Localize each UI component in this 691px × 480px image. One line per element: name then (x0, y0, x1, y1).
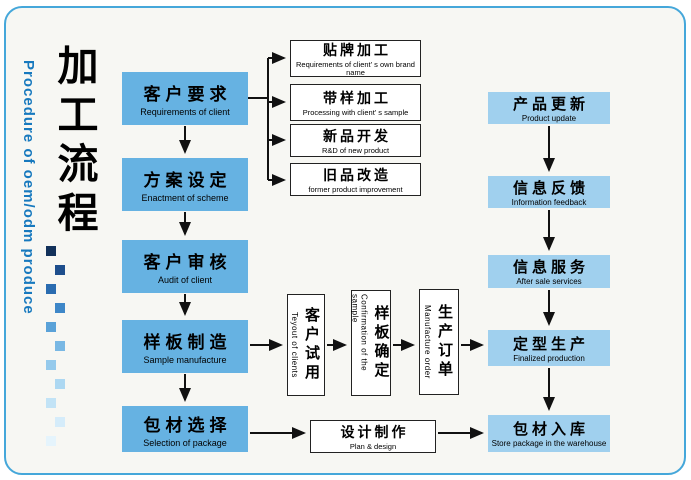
branch-box-own-brand: 贴牌加工 Requirements of client’ s own brand… (290, 40, 421, 77)
branch-box-label-en: former product improvement (308, 184, 403, 194)
branch-box-product-improvement: 旧品改造 former product improvement (290, 163, 421, 196)
decorative-square-column (46, 246, 65, 446)
flow-box-label-cn: 信息反馈 (512, 179, 589, 197)
flow-box-label-en: Audit of client (157, 275, 213, 285)
decorative-square (46, 360, 56, 370)
page-subtitle-vertical: Procedure of oem/odm produce (20, 60, 37, 315)
design-box: 设计制作 Plan & design (310, 420, 436, 453)
flow-box-product-update: 产品更新 Product update (488, 92, 610, 124)
flow-box-store-package: 包材入库 Store package in the warehouse (488, 415, 610, 452)
vertical-box-label-en: Teyout of clients (290, 312, 299, 378)
flow-box-label-en: Finalized production (513, 353, 585, 363)
branch-box-label-en: Processing with client’ s sample (302, 107, 409, 117)
branch-box-label-cn: 带样加工 (323, 89, 391, 106)
vertical-box-label-en: Manufacture order (423, 305, 432, 379)
decorative-square (46, 246, 56, 256)
flow-box-label-cn: 客户审核 (143, 253, 232, 272)
flow-box-client-requirements: 客户要求 Requirements of client (122, 72, 248, 125)
vertical-box-sample-confirmation: Confirmation of the sample 样板确定 (351, 290, 391, 396)
page-title-vertical: 加工流程 (51, 44, 97, 240)
flow-box-label-en: Selection of package (143, 437, 227, 448)
flow-box-enactment-scheme: 方案设定 Enactment of scheme (122, 158, 248, 211)
branch-box-label-cn: 新品开发 (323, 127, 391, 144)
vertical-box-label-cn: 客户试用 (303, 307, 320, 383)
flow-box-label-cn: 包材入库 (512, 421, 589, 439)
flow-box-label-cn: 包材选择 (143, 415, 232, 435)
decorative-square (55, 417, 65, 427)
decorative-square (55, 265, 65, 275)
branch-box-label-en: Requirements of client’ s own brand name (296, 59, 415, 77)
flow-box-label-cn: 信息服务 (512, 259, 589, 277)
flow-box-finalized-production: 定型生产 Finalized production (488, 330, 610, 366)
branch-box-label-cn: 贴牌加工 (323, 41, 391, 58)
flow-box-aftersale-services: 信息服务 After sale services (488, 255, 610, 288)
vertical-box-label-en: Confirmation of the sample (350, 294, 369, 372)
vertical-box-label-cn: 样板确定 (372, 305, 390, 381)
flow-box-label-en: After sale services (516, 277, 582, 287)
flow-box-label-en: Enactment of scheme (141, 193, 229, 203)
flow-box-label-cn: 方案设定 (143, 171, 232, 190)
decorative-square (46, 436, 56, 446)
decorative-square (46, 322, 56, 332)
flow-box-label-cn: 产品更新 (512, 95, 589, 113)
design-box-label-en: Plan & design (349, 441, 397, 451)
decorative-square (55, 341, 65, 351)
vertical-box-label-cn: 生产订单 (436, 304, 453, 380)
decorative-square (46, 398, 56, 408)
branch-box-new-product: 新品开发 R&D of new product (290, 124, 421, 157)
branch-box-label-cn: 旧品改造 (323, 166, 391, 183)
vertical-box-client-tryout: Teyout of clients 客户试用 (287, 294, 325, 396)
vertical-box-manufacture-order: Manufacture order 生产订单 (419, 289, 459, 395)
flow-box-label-en: Store package in the warehouse (491, 439, 607, 449)
design-box-label-cn: 设计制作 (340, 423, 409, 440)
flow-box-label-cn: 样板制造 (143, 333, 232, 352)
flow-box-selection-package: 包材选择 Selection of package (122, 406, 248, 452)
decorative-square (55, 379, 65, 389)
branch-box-client-sample: 带样加工 Processing with client’ s sample (290, 84, 421, 121)
flow-box-label-en: Product update (521, 113, 577, 123)
flow-box-label-en: Sample manufacture (143, 355, 227, 365)
flow-box-information-feedback: 信息反馈 Information feedback (488, 176, 610, 208)
flow-box-audit-client: 客户审核 Audit of client (122, 240, 248, 293)
branch-box-label-en: R&D of new product (321, 145, 390, 155)
flow-box-label-en: Requirements of client (140, 107, 230, 117)
flow-box-label-cn: 客户要求 (143, 85, 232, 104)
flow-box-sample-manufacture: 样板制造 Sample manufacture (122, 320, 248, 373)
decorative-square (55, 303, 65, 313)
flow-box-label-en: Information feedback (511, 197, 587, 207)
flow-box-label-cn: 定型生产 (512, 335, 589, 353)
decorative-square (46, 284, 56, 294)
